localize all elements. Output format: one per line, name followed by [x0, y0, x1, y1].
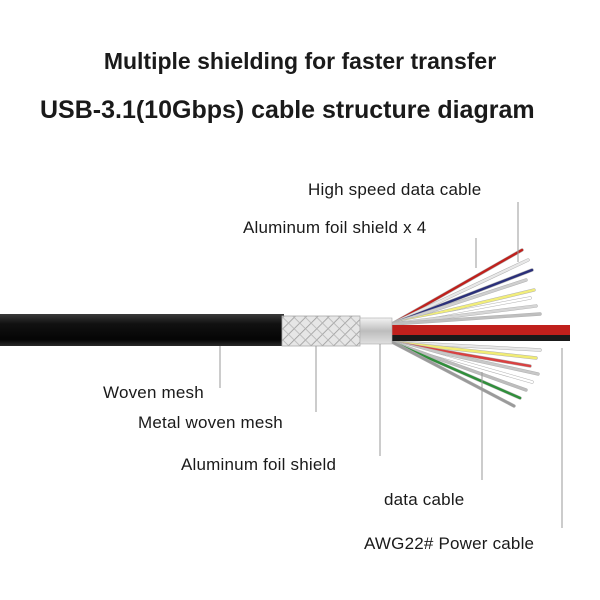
upper-wire-fan	[390, 248, 542, 326]
outer-jacket	[0, 314, 284, 346]
label-woven-mesh: Woven mesh	[103, 383, 204, 402]
power-cable-core	[392, 325, 570, 335]
upper-wire-4	[390, 278, 528, 326]
lower-wire-fan	[390, 340, 542, 408]
aluminum-foil-section	[359, 317, 393, 345]
upper-wire-8	[390, 312, 542, 326]
diagram-title: Multiple shielding for faster transfer	[103, 48, 497, 74]
upper-wire-2	[390, 258, 530, 326]
label-metal-woven-mesh: Metal woven mesh	[138, 413, 283, 432]
label-power-cable: AWG22# Power cable	[364, 534, 535, 553]
label-aluminum-foil-shield: Aluminum foil shield	[181, 455, 337, 474]
label-high-speed-data-cable: High speed data cable	[308, 180, 482, 199]
power-cable-core-black	[392, 335, 570, 341]
lower-wire-8	[390, 340, 516, 408]
upper-wire-1	[390, 248, 524, 326]
diagram-subtitle: USB-3.1(10Gbps) cable structure diagram	[40, 96, 535, 124]
label-aluminum-foil-shield-x4: Aluminum foil shield x 4	[243, 218, 427, 237]
label-data-cable: data cable	[384, 490, 465, 509]
woven-mesh-section	[281, 315, 361, 347]
